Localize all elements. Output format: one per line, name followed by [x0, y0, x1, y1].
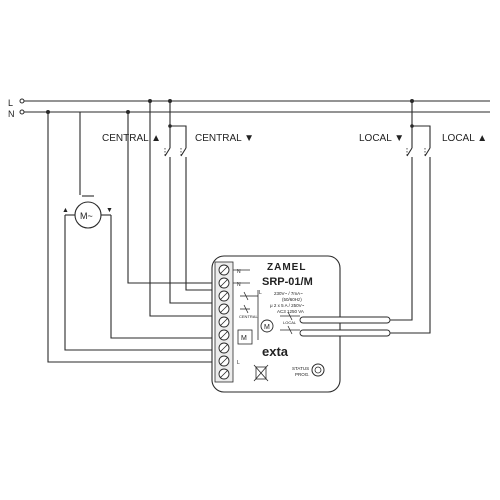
central-down-label: CENTRAL ▼	[195, 133, 254, 144]
central-down-wire	[185, 162, 218, 291]
central-down-switch	[180, 143, 187, 162]
terminal-screws	[218, 264, 230, 380]
exta-logo: exta	[262, 344, 289, 359]
local-up-switch	[424, 143, 431, 162]
central-up-switch	[164, 143, 171, 162]
local-input-symbol	[280, 311, 300, 335]
l-rail-label: L	[8, 98, 13, 108]
motor-down-arrow: ▼	[106, 207, 113, 214]
motor-label: M~	[80, 211, 93, 221]
l2-to-module-wire	[149, 101, 218, 317]
status-label: STATUS	[292, 366, 309, 371]
central-input-label: CENTRAL	[239, 314, 258, 319]
relay-symbol: M	[237, 329, 253, 345]
brand-logo: ZAMEL	[267, 262, 306, 273]
spec-line2: (50/60Hz)	[282, 297, 302, 302]
motor-down-wire	[110, 215, 218, 339]
central-feed-wire	[169, 101, 187, 143]
prog-label: PROG.	[295, 372, 310, 377]
motor-up-wire	[64, 215, 218, 351]
terminal-l2-label: L	[259, 290, 262, 296]
junction-dot	[168, 124, 172, 128]
terminal-l-label: L	[237, 360, 240, 366]
terminal-n1-label: N	[237, 269, 241, 275]
terminal-n2-label: N	[237, 282, 241, 288]
motor-up-arrow: ▲	[62, 207, 69, 214]
local-down-wire	[390, 162, 413, 321]
junction-dot	[126, 110, 130, 114]
n-rail-terminal	[19, 109, 25, 115]
local-feed-wire	[411, 101, 431, 143]
n-to-module-wire	[47, 112, 218, 363]
relay-motor-symbol: M	[241, 335, 247, 342]
local-lead-wire	[299, 316, 391, 324]
weee-bin-icon	[253, 364, 269, 382]
local-up-label: LOCAL ▲	[442, 133, 487, 144]
central-input-symbol	[240, 291, 250, 314]
spec-line3: μ 2 x 5 A / 250V~	[270, 303, 305, 308]
local-up-wire	[390, 162, 431, 334]
spec-line1: 230V~ / 7mA~	[274, 291, 303, 296]
l-rail-terminal	[19, 98, 25, 104]
junction-dot	[410, 124, 414, 128]
status-led	[314, 366, 322, 374]
local-input-label: LOCAL	[283, 320, 297, 325]
module-motor-icon	[260, 319, 274, 333]
module-motor-letter: M	[264, 324, 270, 331]
n-rail-label: N	[8, 109, 15, 119]
l-to-module-wire	[127, 112, 218, 284]
model-name: SRP-01/M	[262, 276, 313, 288]
local-lead-wire	[299, 329, 391, 337]
local-down-label: LOCAL ▼	[359, 133, 404, 144]
spec-line4: AC3 1250 VA	[277, 309, 304, 314]
motor-symbol: M~ ▲ ▼	[62, 112, 113, 229]
central-up-wire	[169, 162, 218, 304]
local-down-switch	[406, 143, 413, 162]
central-up-label: CENTRAL ▲	[102, 133, 161, 144]
junction-dot	[148, 99, 152, 103]
module-body	[211, 255, 341, 393]
